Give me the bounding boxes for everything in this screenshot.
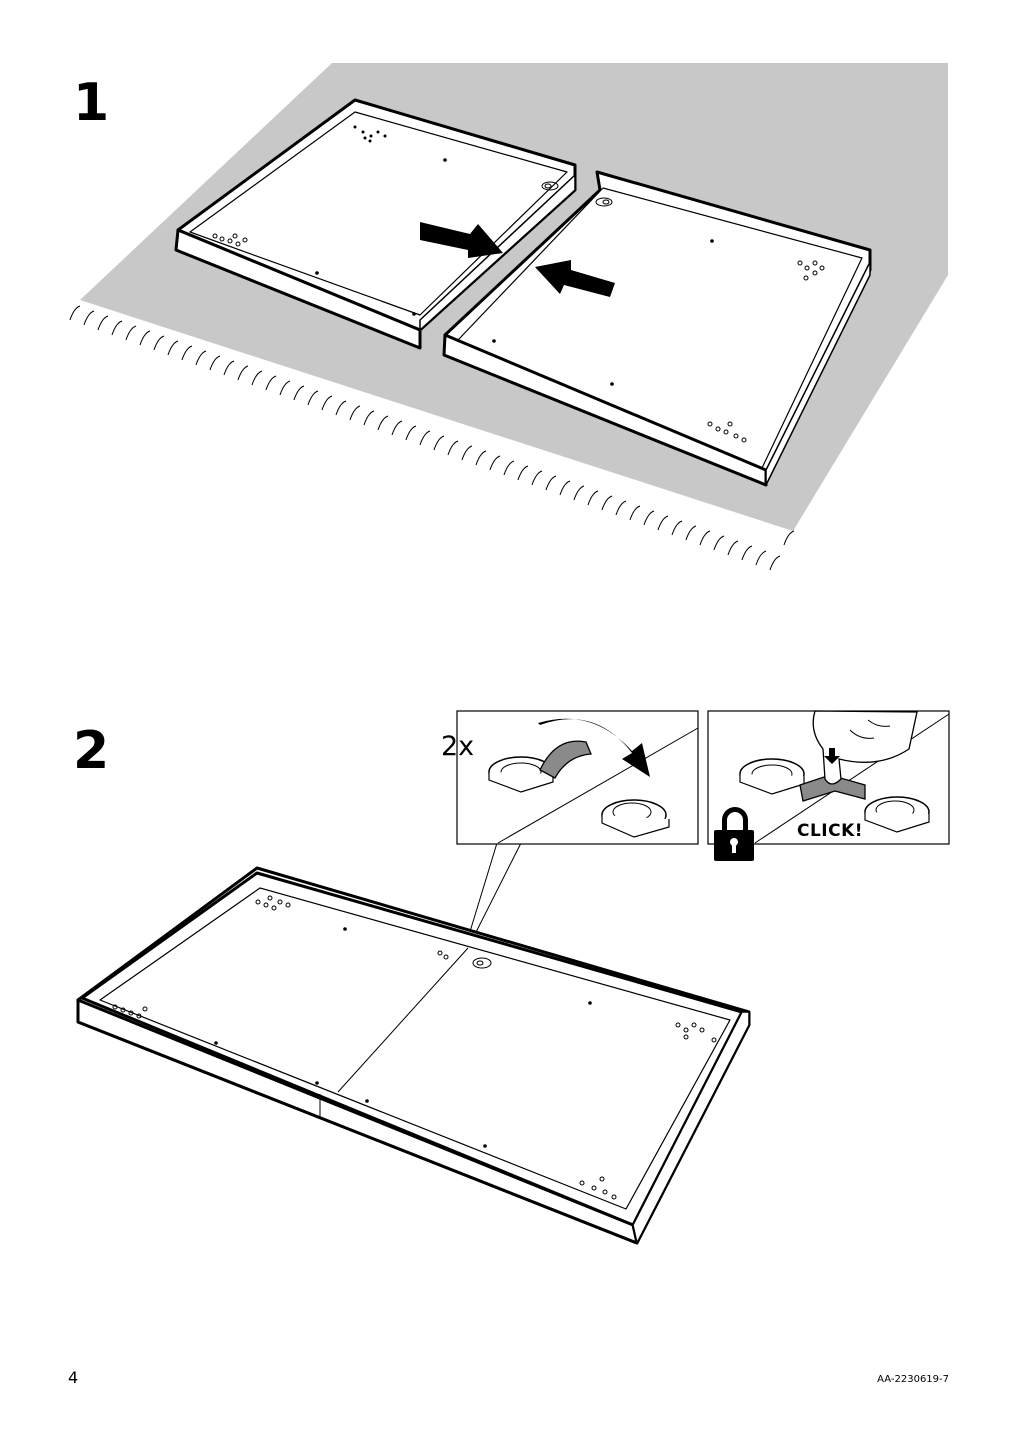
rug-fringe [69, 305, 795, 571]
left-panel [174, 98, 577, 350]
step-2-details [76, 710, 950, 1245]
arrow-left-icon [535, 260, 615, 297]
detail-frame-click [707, 710, 950, 845]
right-panel [442, 170, 872, 487]
press-down-arrow-icon [824, 748, 840, 764]
step-1-illustration [69, 63, 948, 571]
lock-icon [714, 807, 754, 861]
detail-frame-rotate [456, 710, 699, 845]
click-sound-label: CLICK! [797, 821, 864, 841]
page-number: 4 [68, 1368, 79, 1387]
assembled-panel [76, 866, 751, 1245]
quantity-label: 2x [441, 731, 475, 762]
step-2-number: 2 [73, 721, 110, 781]
step-1-number: 1 [73, 73, 110, 133]
document-code: AA-2230619-7 [877, 1374, 949, 1385]
arrow-right-icon [420, 222, 503, 258]
